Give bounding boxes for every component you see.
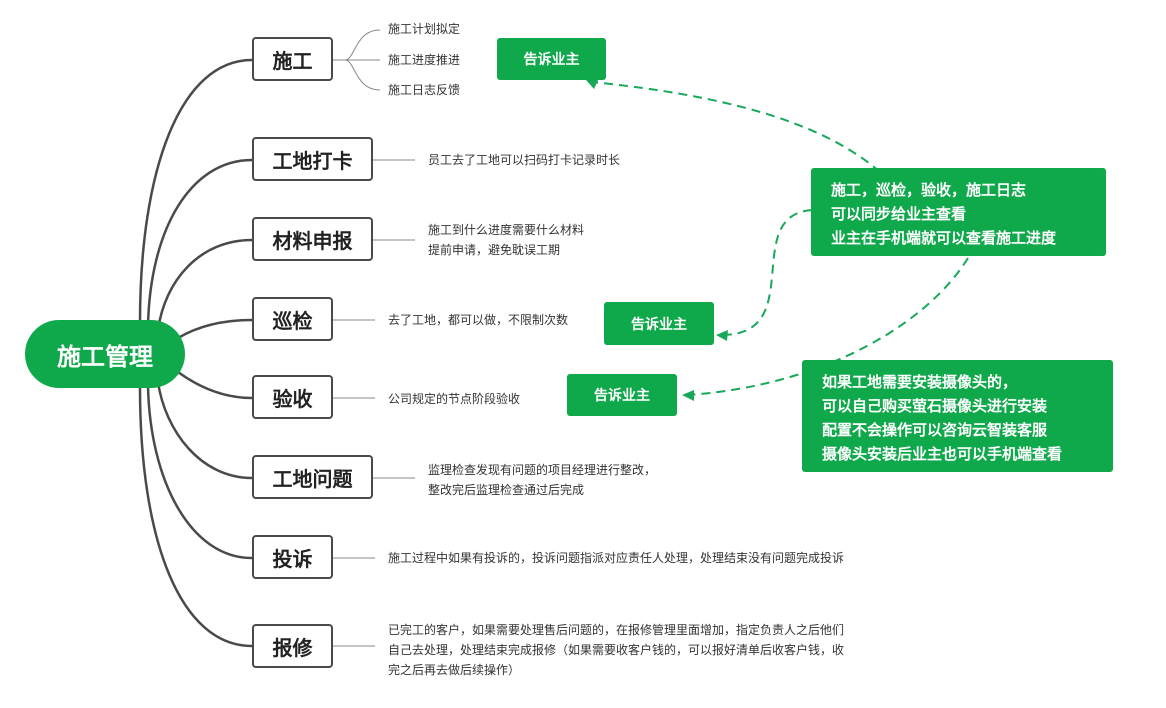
leaf-daka-1: 员工去了工地可以扫码打卡记录时长 [428,153,621,167]
link-shigong-leaves [333,29,381,91]
root-node: 施工管理 [25,320,185,388]
branch-baoxiu: 报修 [252,624,333,668]
branch-xunjian: 巡检 [252,297,333,341]
leaf-wenti-2: 整改完后监理检查通过后完成 [428,483,585,497]
link-root-branch-7 [146,385,253,560]
tag-tell-owner-2: 告诉业主 [604,302,714,345]
dashed-arrow-to-tag-3 [687,257,969,396]
leaf-baoxiu-2: 自己去处理，处理结束完成报修（如果需要收客户钱的，可以报好清单后收客户钱，收 [388,643,845,657]
callout-camera-line-4: 摄像头安装后业主也可以手机端查看 [822,445,1063,463]
dashed-arrow-to-tag-2 [721,209,813,336]
leaf-xunjian-1: 去了工地，都可以做，不限制次数 [388,313,569,327]
link-root-branch-8 [138,387,253,648]
arrowhead-1 [586,78,599,89]
callout-sync-line-3: 业主在手机端就可以查看施工进度 [831,229,1057,247]
tag-tell-owner-3: 告诉业主 [567,374,677,416]
leaf-yanshou-1: 公司规定的节点阶段验收 [388,392,521,406]
callout-camera-line-2: 可以自己购买萤石摄像头进行安装 [822,397,1048,415]
leaf-baoxiu-1: 已完工的客户，如果需要处理售后问题的，在报修管理里面增加，指定负责人之后他们 [388,623,845,637]
tag-tell-owner-1: 告诉业主 [497,38,606,80]
link-root-branch-1 [138,58,253,323]
leaf-wenti-1: 监理检查发现有问题的项目经理进行整改， [428,463,657,477]
branch-cailiao-shenbao: 材料申报 [252,217,373,261]
link-root-branch-4 [177,318,253,340]
dashed-arrow-to-tag-1 [591,81,881,173]
branch-yanshou: 验收 [252,375,333,419]
leaf-tousu-1: 施工过程中如果有投诉的，投诉问题指派对应责任人处理，处理结束没有问题完成投诉 [388,551,845,565]
branch-gongdi-wenti: 工地问题 [252,455,373,499]
link-root-branch-3 [156,238,253,331]
leaf-shigong-1: 施工计划拟定 [388,22,461,36]
callout-camera-line-1: 如果工地需要安装摄像头的， [822,373,1018,391]
link-root-branch-2 [146,158,253,327]
leaf-shigong-3: 施工日志反馈 [388,83,461,97]
callout-sync-line-1: 施工，巡检，验收，施工日志 [831,181,1027,199]
leaf-cailiao-1: 施工到什么进度需要什么材料 [428,223,585,237]
branch-gongdi-daka: 工地打卡 [252,137,373,181]
link-root-branch-5 [177,370,253,400]
arrowhead-3 [682,390,694,401]
leaf-shigong-2: 施工进度推进 [388,53,461,67]
callout-sync-owner: 施工，巡检，验收，施工日志 可以同步给业主查看 业主在手机端就可以查看施工进度 [811,168,1106,256]
link-root-branch-6 [156,381,253,480]
callout-sync-line-2: 可以同步给业主查看 [831,205,967,223]
callout-camera-line-3: 配置不会操作可以咨询云智装客服 [822,421,1048,439]
arrowhead-2 [716,330,728,341]
leaf-baoxiu-3: 完之后再去做后续操作） [388,663,521,677]
leaf-cailiao-2: 提前申请，避免耽误工期 [428,243,561,257]
branch-tousu: 投诉 [252,535,333,579]
callout-camera: 如果工地需要安装摄像头的， 可以自己购买萤石摄像头进行安装 配置不会操作可以咨询… [802,360,1113,472]
branch-shigong: 施工 [252,37,333,81]
